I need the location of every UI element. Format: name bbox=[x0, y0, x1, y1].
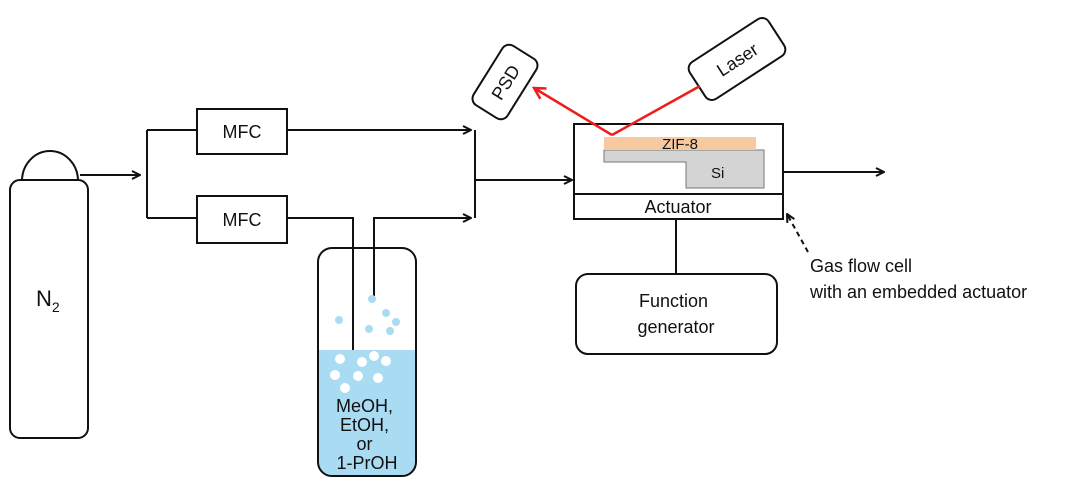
cylinder-cap bbox=[20, 150, 80, 182]
bubble bbox=[386, 327, 394, 335]
psd-box bbox=[471, 43, 539, 121]
laser: Laser bbox=[687, 17, 787, 101]
mfc-top: MFC bbox=[196, 108, 288, 155]
mfc-top-box bbox=[196, 108, 288, 155]
cell-annotation: Gas flow cell with an embedded actuator bbox=[787, 214, 1027, 302]
substrate-label: Si bbox=[711, 165, 724, 182]
bubble bbox=[365, 325, 373, 333]
bubble bbox=[382, 309, 390, 317]
function-generator-box bbox=[575, 273, 778, 355]
gas-cylinder: N2 bbox=[9, 150, 89, 439]
bubble bbox=[381, 356, 391, 366]
incident-beam bbox=[611, 84, 701, 137]
film-label: ZIF-8 bbox=[662, 136, 698, 153]
substrate-si bbox=[603, 149, 765, 189]
laser-beam bbox=[534, 84, 701, 137]
bubble bbox=[369, 351, 379, 361]
bubble bbox=[335, 316, 343, 324]
annotation-pointer bbox=[787, 214, 809, 253]
gas-lines bbox=[80, 130, 884, 370]
bubble bbox=[373, 373, 383, 383]
laser-box bbox=[687, 17, 787, 101]
bubbler-outlet-arrow bbox=[373, 218, 471, 300]
mfc-bottom: MFC bbox=[196, 195, 288, 244]
bubble bbox=[392, 318, 400, 326]
bubble bbox=[335, 354, 345, 364]
mfc-bottom-box bbox=[196, 195, 288, 244]
reflected-beam bbox=[534, 88, 613, 137]
psd: PSD bbox=[471, 43, 539, 121]
bubble bbox=[368, 295, 376, 303]
gas-label: N2 bbox=[36, 286, 60, 315]
bubbles-gas bbox=[335, 295, 400, 335]
bubble bbox=[340, 383, 350, 393]
bubble bbox=[330, 370, 340, 380]
bubble bbox=[357, 357, 367, 367]
mfc-bottom-label: MFC bbox=[223, 210, 262, 230]
bubble bbox=[353, 371, 363, 381]
function-generator: Function generator bbox=[575, 219, 778, 355]
bubbler-vessel bbox=[317, 247, 417, 477]
actuator-label: Actuator bbox=[644, 197, 711, 217]
solvent-label: MeOH, EtOH, or 1-PrOH bbox=[336, 396, 398, 473]
bubbles-liquid bbox=[330, 351, 391, 393]
bubbler: MeOH, EtOH, or 1-PrOH bbox=[317, 247, 417, 477]
function-generator-label: Function generator bbox=[637, 291, 714, 337]
bubbler-liquid bbox=[318, 350, 416, 476]
mfc-top-label: MFC bbox=[223, 122, 262, 142]
cell-annotation-label: Gas flow cell with an embedded actuator bbox=[809, 256, 1027, 302]
gas-flow-cell: ZIF-8 Si Actuator bbox=[573, 123, 784, 220]
film-zif8 bbox=[604, 137, 756, 150]
cylinder-body bbox=[9, 179, 89, 439]
mfc-bottom-outlet-line bbox=[287, 217, 353, 370]
